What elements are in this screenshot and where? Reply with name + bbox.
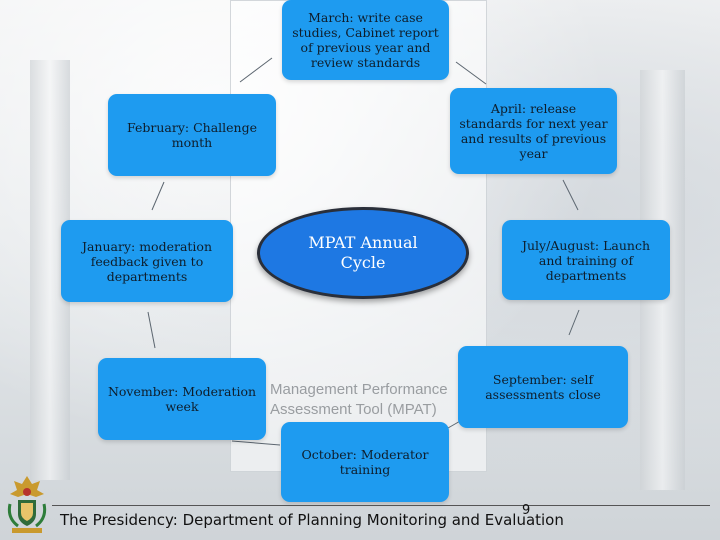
footer-rule [52,505,710,506]
node-february-label: February: Challenge month [127,120,257,150]
connector-january-february [151,181,165,211]
node-april-label: April: release standards for next year a… [459,101,608,161]
watermark-line-1: Management Performance [270,381,448,398]
watermark-line-2: Assessment Tool (MPAT) [270,401,437,418]
watermark-text: Management Performance Assessment Tool (… [270,380,480,420]
node-september-label: September: self assessments close [485,372,601,402]
coat-of-arms-icon [7,476,47,533]
center-ellipse: MPAT Annual Cycle [257,207,469,299]
node-october: October: Moderator training [281,422,449,502]
footer-text: The Presidency: Department of Planning M… [60,511,564,529]
page-number: 9 [522,503,531,518]
node-april: April: release standards for next year a… [450,88,617,174]
connector-february-march [239,57,273,83]
node-march-label: March: write case studies, Cabinet repor… [292,10,439,70]
node-july-august-label: July/August: Launch and training of depa… [522,237,650,283]
node-march: March: write case studies, Cabinet repor… [282,0,449,80]
node-july-august: July/August: Launch and training of depa… [502,220,670,300]
connector-july-september [568,309,580,336]
node-january: January: moderation feedback given to de… [61,220,233,302]
node-february: February: Challenge month [108,94,276,176]
connector-november-january [147,311,156,349]
center-label: MPAT Annual Cycle [308,233,418,272]
node-november: November: Moderation week [98,358,266,440]
node-november-label: November: Moderation week [107,384,257,414]
connector-october-november [231,440,281,446]
connector-march-april [455,61,487,85]
node-january-label: January: moderation feedback given to de… [81,238,213,284]
node-september: September: self assessments close [458,346,628,428]
node-october-label: October: Moderator training [301,447,429,477]
connector-april-july [562,179,579,211]
